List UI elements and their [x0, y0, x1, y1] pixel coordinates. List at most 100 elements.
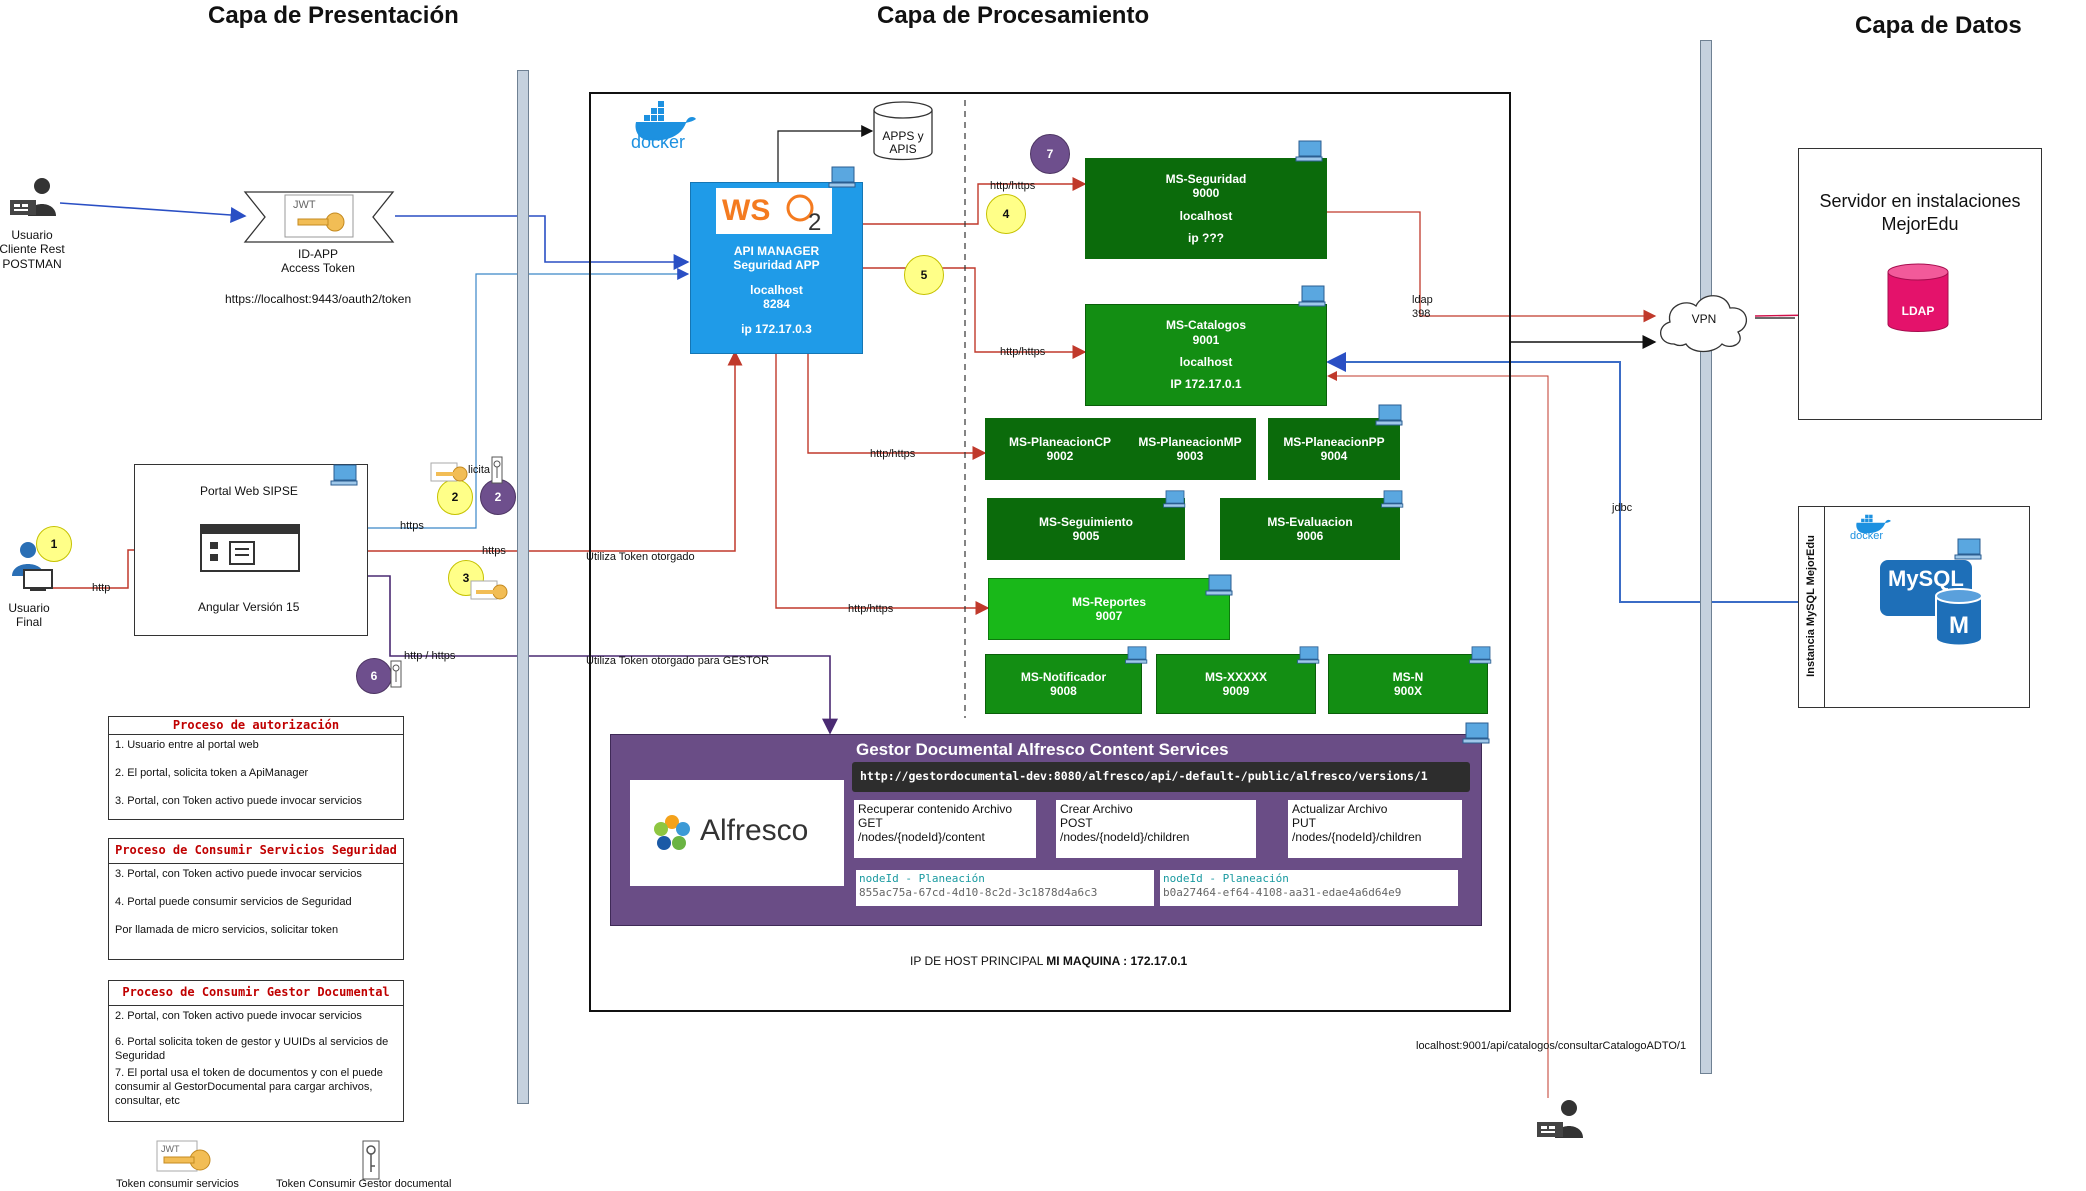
docker-host-container [589, 92, 1511, 1012]
ms-evaluacion-name: MS-Evaluacion [1267, 514, 1353, 529]
op-get-method: GET [858, 815, 883, 830]
edge-restclient-catalogos [1327, 371, 1549, 1098]
legend-gestor-key-icon [362, 1140, 380, 1180]
alfresco-op-get: Recuperar contenido Archivo GET /nodes/{… [854, 800, 1036, 858]
ms-notificador-monitor-icon [1125, 646, 1148, 664]
ms-xxxxx-port: 9009 [1222, 684, 1250, 698]
label-http-https-portal: http / https [404, 650, 456, 662]
mysql-logo-letter: M [1949, 612, 1969, 639]
ms-catalogos[interactable]: MS-Catalogos 9001 localhost IP 172.17.0.… [1085, 304, 1327, 406]
svg-text:WS: WS [722, 194, 770, 227]
edge-client-idapp [59, 202, 247, 223]
legend-security-item-3: Por llamada de micro servicios, solicita… [115, 923, 339, 936]
ms-reportes-port: 9007 [1095, 609, 1123, 623]
label-https-portal: https [400, 520, 424, 532]
ms-planeacion-mp-port: 9003 [1176, 449, 1204, 463]
legend-security-title: Proceso de Consumir Servicios Seguridad [109, 839, 403, 864]
ms-planeacion-cp-port: 9002 [1046, 449, 1074, 463]
ms-xxxxx[interactable]: MS-XXXXX 9009 [1156, 654, 1316, 714]
ms-seguimiento-monitor-icon [1163, 490, 1186, 508]
wso2-line4: 8284 [763, 297, 790, 312]
ms-notificador[interactable]: MS-Notificador 9008 [985, 654, 1142, 714]
id-app-token-icon: JWT [243, 188, 395, 246]
vpn-label: VPN [1691, 312, 1717, 326]
legend-security-item-1: 3. Portal, con Token activo puede invoca… [115, 868, 362, 880]
svg-text:JWT: JWT [161, 1144, 180, 1154]
alfresco-node-1: nodeId - Planeación 855ac75a-67cd-4d10-8… [856, 870, 1154, 906]
ms-evaluacion[interactable]: MS-Evaluacion 9006 [1220, 498, 1400, 560]
layer-title-presentation: Capa de Presentación [208, 2, 459, 29]
jwt-key-small-icon [430, 462, 468, 482]
node-2-key: nodeId - Planeación [1163, 872, 1289, 885]
ms-reportes-name: MS-Reportes [1071, 594, 1146, 609]
ms-planeacion-mp[interactable]: MS-PlaneacionMP 9003 [1124, 418, 1256, 480]
layer-title-processing: Capa de Procesamiento [877, 2, 1150, 29]
legend-auth-item-1: 1. Usuario entre al portal web [115, 739, 259, 751]
wso2-info: API MANAGER Seguridad APP localhost 8284… [690, 244, 863, 354]
label-https-left: https [482, 545, 506, 557]
alfresco-flower-icon [654, 815, 690, 850]
label-jdbc: jdbc [1612, 502, 1633, 514]
legend-jwt-token-icon: JWT [156, 1140, 211, 1172]
svg-text:JWT: JWT [293, 199, 316, 211]
legend-token-services-label: Token consumir servicios [116, 1178, 239, 1190]
ms-planeacion-cp[interactable]: MS-PlaneacionCP 9002 [985, 418, 1135, 480]
ms-seguimiento-name: MS-Seguimiento [1038, 514, 1133, 529]
step-badge-1: 1 [36, 526, 72, 562]
ms-seguridad-host: localhost [1179, 208, 1233, 223]
ms-notificador-port: 9008 [1050, 684, 1077, 698]
host-ip-prefix: IP DE HOST PRINCIPAL [910, 954, 1047, 968]
mysql-docker-label: docker [1850, 530, 1884, 542]
ms-catalogos-host: localhost [1179, 355, 1233, 369]
ms-seguridad-port: 9000 [1192, 186, 1220, 201]
server-title: Servidor en instalaciones MejorEdu [1819, 191, 2021, 235]
op-post-title: Crear Archivo [1060, 802, 1133, 816]
label-http-https-catalogos: http/https [1000, 346, 1046, 358]
portal-browser-icon[interactable] [200, 524, 300, 572]
step-badge-7: 7 [1030, 134, 1070, 174]
final-user-label: Usuario Final [8, 601, 50, 630]
alfresco-node-2: nodeId - Planeación b0a27464-ef64-4108-a… [1160, 870, 1458, 906]
ms-seguimiento[interactable]: MS-Seguimiento 9005 [987, 498, 1185, 560]
mysql-instance-label: Instancia MySQL MejorEdu [1805, 535, 1817, 677]
edge-wso2-apps [777, 125, 874, 182]
step-badge-4: 4 [986, 194, 1026, 234]
legend-auth-item-3: 3. Portal, con Token activo puede invoca… [115, 794, 362, 807]
gestor-key-small-icon-2 [390, 660, 402, 688]
ms-xxxxx-monitor-icon [1297, 646, 1320, 664]
rest-client-user-icon [8, 176, 60, 222]
ms-n[interactable]: MS-N 900X [1328, 654, 1488, 714]
label-token-use: Utiliza Token otorgado [586, 551, 695, 563]
step-badge-2-gestor: 2 [480, 479, 516, 515]
ms-seguridad-ip: ip ??? [1188, 230, 1224, 245]
op-get-title: Recuperar contenido Archivo [858, 802, 1013, 816]
portal-framework: Angular Versión 15 [198, 600, 300, 614]
legend-gestor-title: Proceso de Consumir Gestor Documental [109, 981, 403, 1006]
op-post-path: /nodes/{nodeId}/children [1060, 829, 1190, 844]
mysql-logo-text: MySQL [1888, 566, 1964, 591]
edge-portal-wso2 [300, 268, 690, 529]
step-badge-2-token: 2 [437, 479, 473, 515]
layer-title-data: Capa de Datos [1855, 12, 2022, 39]
ms-planeacion-cp-name: MS-PlaneacionCP [1008, 434, 1112, 449]
ms-evaluacion-monitor-icon [1381, 490, 1404, 508]
edge-wso2-seguridad [863, 177, 1087, 225]
op-put-path: /nodes/{nodeId}/children [1292, 829, 1422, 844]
portal-title: Portal Web SIPSE [200, 484, 298, 498]
legend-auth: Proceso de autorización 1. Usuario entre… [108, 716, 404, 820]
ms-planeacion-pp[interactable]: MS-PlaneacionPP 9004 [1268, 418, 1400, 480]
apps-apis-label: APPS y APIS [882, 129, 924, 157]
ms-seguridad-monitor-icon [1295, 140, 1323, 162]
wso2-line1: API MANAGER [733, 244, 820, 258]
vpn-cloud: VPN [1652, 286, 1756, 356]
ms-seguridad[interactable]: MS-Seguridad 9000 localhost ip ??? [1085, 158, 1327, 259]
mysql-instance-header [1798, 506, 1825, 708]
docker-label: docker [631, 132, 686, 152]
ms-reportes[interactable]: MS-Reportes 9007 [988, 578, 1230, 640]
alfresco-monitor-icon [1462, 722, 1490, 744]
token-url: https://localhost:9443/oauth2/token [225, 292, 412, 306]
wso2-line5: ip 172.17.0.3 [741, 321, 812, 336]
edge-idapp-wso2 [395, 215, 690, 270]
alfresco-op-put: Actualizar Archivo PUT /nodes/{nodeId}/c… [1288, 800, 1462, 858]
label-solicita: licita [468, 464, 491, 476]
